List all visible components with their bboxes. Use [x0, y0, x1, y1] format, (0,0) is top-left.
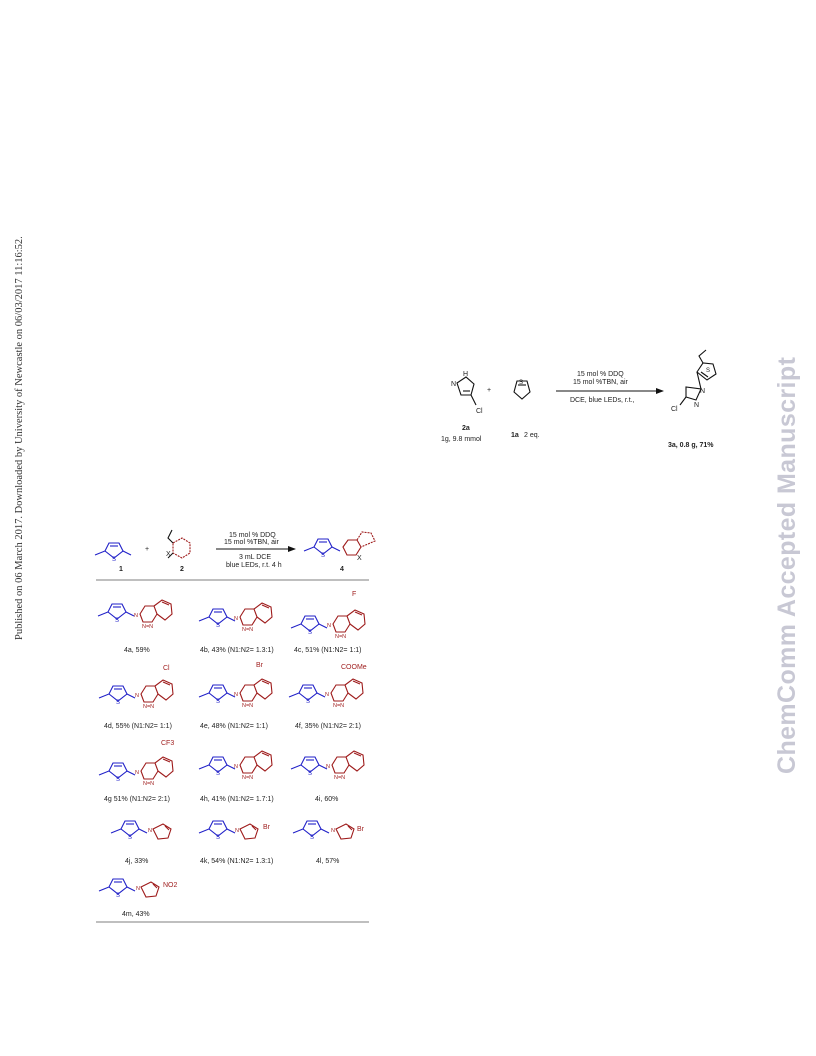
- svg-text:CF3: CF3: [161, 740, 174, 747]
- sm1-structure: H N Cl: [451, 371, 483, 415]
- svg-text:4f, 35% (N1:N2= 2:1): 4f, 35% (N1:N2= 2:1): [295, 723, 361, 730]
- svg-text:4k, 54% (N1:N2= 1.3:1): 4k, 54% (N1:N2= 1.3:1): [200, 858, 273, 865]
- svg-text:4i, 60%: 4i, 60%: [315, 796, 338, 803]
- svg-text:4c, 51% (N1:N2= 1:1): 4c, 51% (N1:N2= 1:1): [294, 647, 362, 654]
- svg-text:4h, 41% (N1:N2= 1.7:1): 4h, 41% (N1:N2= 1.7:1): [200, 796, 274, 803]
- svg-text:2: 2: [180, 566, 184, 573]
- svg-text:blue LEDs, r.t. 4 h: blue LEDs, r.t. 4 h: [226, 562, 282, 569]
- svg-text:Cl: Cl: [671, 406, 678, 413]
- product-4-fragment: X: [342, 531, 376, 562]
- svg-text:X: X: [166, 551, 171, 558]
- sm1-amount: 1g, 9.8 mmol: [441, 436, 482, 443]
- svg-text:COOMe: COOMe: [341, 664, 367, 671]
- svg-text:+: +: [145, 546, 149, 553]
- svg-text:3 mL DCE: 3 mL DCE: [239, 554, 271, 561]
- svg-text:4b, 43% (N1:N2= 1.3:1): 4b, 43% (N1:N2= 1.3:1): [200, 647, 274, 654]
- svg-text:X: X: [357, 555, 362, 562]
- gram-conditions-3: DCE, blue LEDs, r.t.,: [570, 397, 635, 404]
- gram-conditions-1: 15 mol % DDQ: [577, 371, 624, 378]
- svg-text:Cl: Cl: [476, 408, 483, 415]
- svg-text:4m, 43%: 4m, 43%: [122, 911, 150, 918]
- plus-sign: +: [487, 387, 491, 394]
- scope-scheme: 1 + X 2 15 mol % DDQ 15 mol %TBN, air 3 …: [94, 529, 376, 923]
- product-label: 3a, 0.8 g, 71%: [668, 442, 714, 449]
- svg-text:15 mol %TBN, air: 15 mol %TBN, air: [224, 539, 280, 546]
- svg-text:Cl: Cl: [163, 665, 170, 672]
- svg-text:NO2: NO2: [163, 882, 178, 889]
- gram-conditions-2: 15 mol %TBN, air: [573, 379, 629, 386]
- svg-text:H: H: [463, 371, 468, 378]
- gram-scale-reaction: H N Cl 2a 1g, 9.8 mmol + S 1a 2 eq. 15 m…: [441, 349, 717, 449]
- svg-text:4g 51% (N1:N2= 2:1): 4g 51% (N1:N2= 2:1): [104, 796, 170, 803]
- sm1-label: 2a: [462, 425, 470, 432]
- sm2-label: 1a: [511, 432, 519, 439]
- sm2-amount: 2 eq.: [524, 432, 540, 439]
- svg-text:S: S: [519, 380, 523, 386]
- svg-text:Br: Br: [256, 662, 264, 669]
- svg-text:Br: Br: [357, 826, 365, 833]
- svg-text:4l, 57%: 4l, 57%: [316, 858, 339, 865]
- svg-text:N: N: [700, 388, 705, 395]
- svg-text:1: 1: [119, 566, 123, 573]
- sm2-structure: S: [513, 380, 531, 400]
- svg-text:4a, 59%: 4a, 59%: [124, 647, 150, 654]
- svg-text:15 mol % DDQ: 15 mol % DDQ: [229, 532, 276, 539]
- svg-text:4: 4: [340, 566, 344, 573]
- svg-text:4e, 48% (N1:N2= 1:1): 4e, 48% (N1:N2= 1:1): [200, 723, 268, 730]
- svg-text:S: S: [706, 368, 710, 374]
- product-structure: S N N Cl: [671, 349, 717, 413]
- svg-text:4d, 55% (N1:N2= 1:1): 4d, 55% (N1:N2= 1:1): [104, 723, 172, 730]
- reagent-2-structure: X: [166, 529, 191, 559]
- svg-text:F: F: [352, 591, 356, 598]
- svg-text:N: N: [694, 402, 699, 409]
- svg-text:4j, 33%: 4j, 33%: [125, 858, 148, 865]
- svg-text:N: N: [451, 381, 456, 388]
- svg-text:Br: Br: [263, 824, 271, 831]
